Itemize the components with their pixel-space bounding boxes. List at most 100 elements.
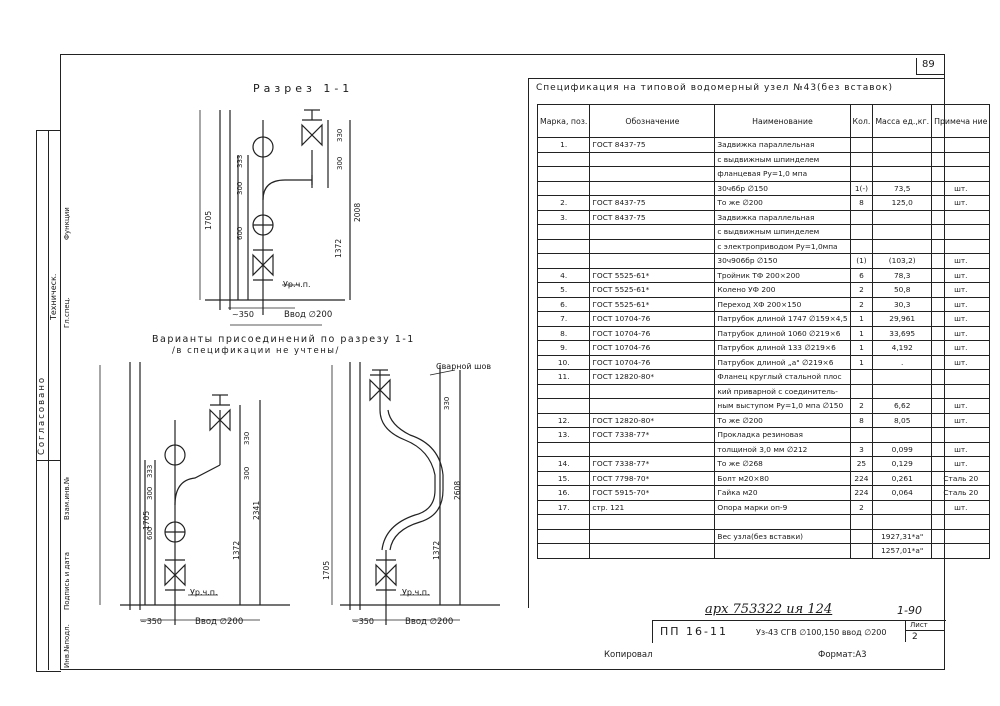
spec-cell-qty: 3 <box>849 441 874 457</box>
spec-cell-name: с выдвижным шпинделем <box>714 224 851 240</box>
spec-cell-name: Колено УФ 200 <box>714 282 851 298</box>
spec-cell-note: шт. <box>931 456 991 472</box>
spec-cell-designation <box>589 383 716 399</box>
spec-row: с выдвижным шпинделем <box>536 224 991 240</box>
spec-cell-designation: ГОСТ 10704-76 <box>589 354 716 370</box>
spec-header-note: Примеча ние <box>931 104 991 138</box>
spec-cell-mass <box>872 514 933 530</box>
spec-cell-qty <box>849 166 874 182</box>
sheet-code: 1-90 <box>897 604 922 617</box>
spec-cell-qty: 2 <box>849 296 874 312</box>
spec-cell-note: шт. <box>931 282 991 298</box>
spec-cell-mark: 1. <box>536 137 591 153</box>
spec-cell-designation <box>589 398 716 414</box>
spec-cell-note: шт. <box>931 354 991 370</box>
spec-cell-mark: 10. <box>536 354 591 370</box>
spec-cell-name: толщиной 3,0 мм ∅212 <box>714 441 851 457</box>
spec-cell-note: шт. <box>931 340 991 356</box>
spec-cell-note: шт. <box>931 412 991 428</box>
spec-cell-mass <box>872 369 933 385</box>
spec-cell-name: То же ∅200 <box>714 195 851 211</box>
spec-cell-note <box>931 166 991 182</box>
dim-330-top: 330 <box>336 128 344 142</box>
spec-cell-mass <box>872 166 933 182</box>
dim-333-top: 333 <box>236 154 244 168</box>
spec-cell-name: То же ∅268 <box>714 456 851 472</box>
spec-row: с электроприводом Ру=1,0мпа <box>536 238 991 254</box>
spec-cell-qty: 2 <box>849 282 874 298</box>
spec-cell-name: 30ч6бр ∅150 <box>714 180 851 196</box>
spec-header-name: Наименование <box>714 104 851 138</box>
spec-cell-designation: ГОСТ 12820-80* <box>589 412 716 428</box>
spec-cell-name: 30ч906бр ∅150 <box>714 253 851 269</box>
spec-cell-note <box>931 543 991 559</box>
spec-cell-designation: ГОСТ 10704-76 <box>589 311 716 327</box>
vvod-top: Ввод ∅200 <box>284 310 333 320</box>
spec-cell-qty <box>849 209 874 225</box>
spec-cell-mark: 16. <box>536 485 591 501</box>
spec-cell-note: шт. <box>931 441 991 457</box>
spec-cell-note <box>931 151 991 167</box>
spec-cell-note: шт. <box>931 499 991 515</box>
variant-right-drawing <box>331 362 500 625</box>
spec-cell-qty: 1 <box>849 311 874 327</box>
spec-cell-name: Прокладка резиновая <box>714 427 851 443</box>
dim-300-left-branch: 300 <box>243 466 251 480</box>
spec-cell-mark <box>536 151 591 167</box>
section-title: Разрез 1-1 <box>253 82 354 95</box>
spec-cell-qty <box>849 383 874 399</box>
spec-row: 30ч906бр ∅150(1)(103,2)шт. <box>536 253 991 269</box>
spec-cell-mark: 2. <box>536 195 591 211</box>
spec-cell-designation: ГОСТ 7338-77* <box>589 427 716 443</box>
spec-cell-designation: ГОСТ 5915-70* <box>589 485 716 501</box>
spec-cell-name: То же ∅200 <box>714 412 851 428</box>
spec-cell-note <box>931 528 991 544</box>
spec-cell-designation: ГОСТ 10704-76 <box>589 325 716 341</box>
spec-cell-qty: 224 <box>849 485 874 501</box>
spec-divider <box>528 78 529 608</box>
spec-cell-mark: 5. <box>536 282 591 298</box>
spec-cell-mass <box>872 151 933 167</box>
spec-cell-mark <box>536 224 591 240</box>
dim-350-right: ~350 <box>352 617 374 626</box>
doc-desc: Уз-43 СГВ ∅100,150 ввод ∅200 <box>756 628 887 637</box>
spec-cell-qty <box>849 151 874 167</box>
spec-cell-qty <box>849 514 874 530</box>
spec-cell-qty: (1) <box>849 253 874 269</box>
dim-333-left: 333 <box>146 464 154 478</box>
spec-cell-mass <box>872 238 933 254</box>
spec-cell-note <box>931 209 991 225</box>
variants-note: /в спецификации не учтены/ <box>172 346 340 356</box>
dim-300-top: 300 <box>236 181 244 195</box>
spec-row: фланцевая Ру=1,0 мпа <box>536 166 991 182</box>
spec-cell-qty: 2 <box>849 499 874 515</box>
spec-cell-mass: 0,261 <box>872 470 933 486</box>
dim-1372-right: 1372 <box>432 540 441 560</box>
spec-cell-note: шт. <box>931 180 991 196</box>
spec-cell-note: Сталь 20 <box>931 470 991 486</box>
spec-cell-designation: ГОСТ 8437-75 <box>589 209 716 225</box>
spec-cell-name <box>714 543 851 559</box>
spec-cell-mark <box>536 238 591 254</box>
spec-cell-designation: ГОСТ 12820-80* <box>589 369 716 385</box>
spec-cell-name: фланцевая Ру=1,0 мпа <box>714 166 851 182</box>
dim-2608: 2608 <box>453 480 462 500</box>
spec-cell-qty: 1 <box>849 325 874 341</box>
spec-row: 1257,01*а" <box>536 543 991 559</box>
dim-600-left: 600 <box>146 526 154 540</box>
spec-cell-mass <box>872 427 933 443</box>
spec-cell-note <box>931 383 991 399</box>
spec-cell-qty: 1 <box>849 354 874 370</box>
spec-cell-designation <box>589 543 716 559</box>
spec-cell-designation: ГОСТ 7338-77* <box>589 456 716 472</box>
spec-cell-qty: 25 <box>849 456 874 472</box>
